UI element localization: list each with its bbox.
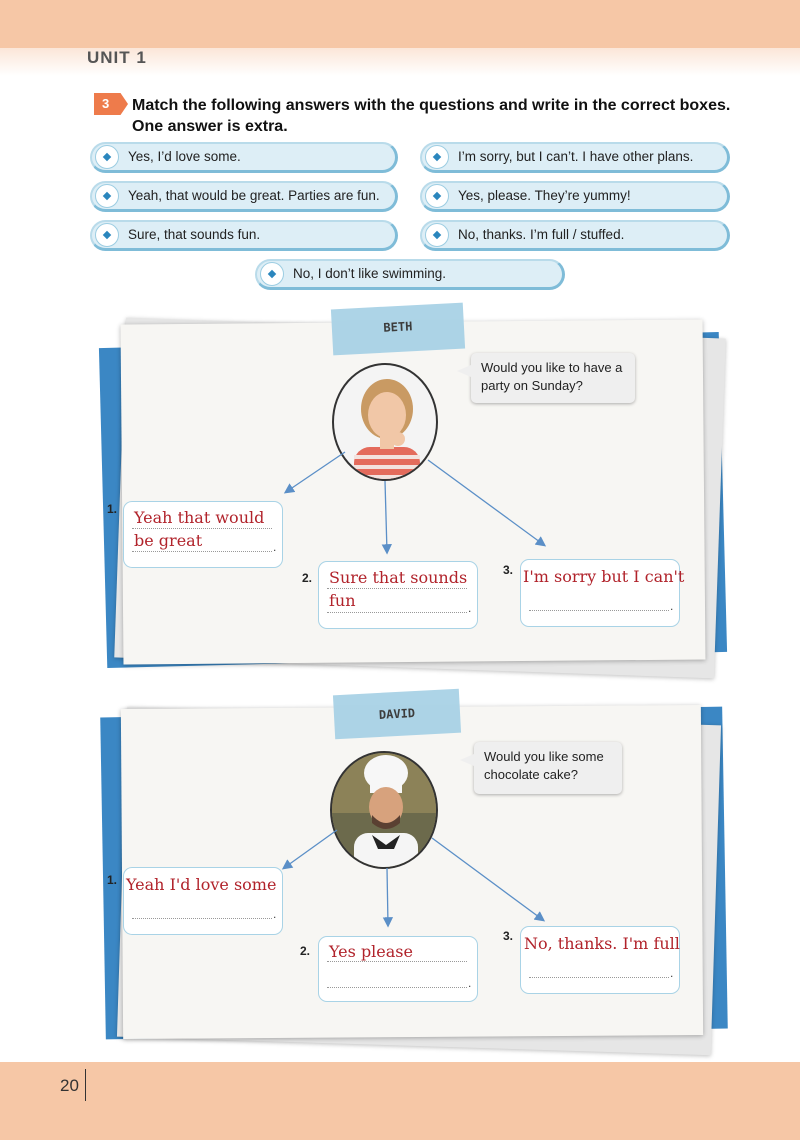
diamond-bullet-icon [95, 145, 119, 169]
option-text: Yes, I’d love some. [128, 149, 241, 164]
beth-answer-3-number: 3. [503, 563, 514, 577]
david-answer-2-number: 2. [300, 944, 311, 958]
option-text: No, thanks. I’m full / stuffed. [458, 227, 625, 242]
dotted-line [529, 610, 669, 611]
option-3[interactable]: Yeah, that would be great. Parties are f… [90, 181, 398, 212]
option-text: Yeah, that would be great. Parties are f… [128, 188, 380, 203]
chef-portrait-icon [332, 753, 436, 867]
david-answer-1-box[interactable]: Yeah I'd love some . [123, 867, 283, 935]
page-number: 20 [60, 1076, 79, 1095]
top-fade [0, 48, 800, 76]
bottom-band [0, 1062, 800, 1140]
beth-name-tape: BETH [330, 302, 466, 356]
beth-answer-2-line1: Sure that sounds [329, 568, 468, 587]
unit-label: UNIT 1 [87, 48, 147, 67]
diamond-bullet-icon [425, 184, 449, 208]
option-text: Sure, that sounds fun. [128, 227, 261, 242]
beth-question: Would you like to have a party on Sunday… [481, 360, 623, 393]
david-answer-1-number: 1. [107, 873, 118, 887]
dotted-line [327, 961, 467, 962]
exercise-number: 3 [94, 93, 128, 115]
beth-avatar [332, 363, 438, 481]
option-text: No, I don’t like swimming. [293, 266, 447, 281]
david-name-tape: DAVID [332, 688, 462, 740]
david-name: DAVID [378, 706, 416, 722]
david-question: Would you like some chocolate cake? [484, 749, 604, 782]
option-text: I’m sorry, but I can’t. I have other pla… [458, 149, 694, 164]
beth-answer-1-line1: Yeah that would [134, 508, 265, 527]
diamond-bullet-icon [95, 223, 119, 247]
david-answer-2-line1: Yes please [329, 942, 413, 961]
option-2[interactable]: I’m sorry, but I can’t. I have other pla… [420, 142, 730, 173]
option-1[interactable]: Yes, I’d love some. [90, 142, 398, 173]
beth-answer-1-number: 1. [107, 502, 118, 516]
dotted-line [327, 612, 467, 613]
dotted-line [327, 987, 467, 988]
diamond-bullet-icon [95, 184, 119, 208]
option-5[interactable]: Sure, that sounds fun. [90, 220, 398, 251]
dotted-line [132, 528, 272, 529]
diamond-bullet-icon [260, 262, 284, 286]
beth-answer-3-box[interactable]: I'm sorry but I can't . [520, 559, 684, 627]
david-speech-bubble: Would you like some chocolate cake? [460, 742, 622, 794]
david-answer-1-line1: Yeah I'd love some [126, 875, 277, 894]
top-band [0, 0, 800, 48]
david-answer-3-number: 3. [503, 929, 514, 943]
dotted-line [132, 918, 272, 919]
beth-answer-3-line1: I'm sorry but I can't [523, 567, 685, 586]
dotted-line [132, 551, 272, 552]
beth-portrait-icon [354, 379, 420, 479]
beth-speech-bubble: Would you like to have a party on Sunday… [457, 353, 635, 403]
option-4[interactable]: Yes, please. They’re yummy! [420, 181, 730, 212]
exercise-instruction: Match the following answers with the que… [132, 97, 731, 135]
dotted-line [327, 588, 467, 589]
david-answer-3-box[interactable]: No, thanks. I'm full . [520, 926, 680, 994]
dotted-line [529, 977, 669, 978]
david-answer-2-box[interactable]: Yes please . [318, 936, 478, 1002]
diamond-bullet-icon [425, 145, 449, 169]
option-6[interactable]: No, thanks. I’m full / stuffed. [420, 220, 730, 251]
beth-name: BETH [383, 319, 413, 335]
beth-answer-2-line2: fun [329, 591, 356, 610]
beth-answer-1-box[interactable]: Yeah that would be great . [123, 501, 283, 568]
beth-answer-2-box[interactable]: Sure that sounds fun . [318, 561, 478, 629]
david-answer-3-line1: No, thanks. I'm full [524, 934, 680, 953]
david-avatar [330, 751, 438, 869]
beth-answer-1-line2: be great [134, 531, 203, 550]
diamond-bullet-icon [425, 223, 449, 247]
page-number-divider [85, 1069, 86, 1101]
option-7[interactable]: No, I don’t like swimming. [255, 259, 565, 290]
beth-answer-2-number: 2. [302, 571, 313, 585]
option-text: Yes, please. They’re yummy! [458, 188, 631, 203]
